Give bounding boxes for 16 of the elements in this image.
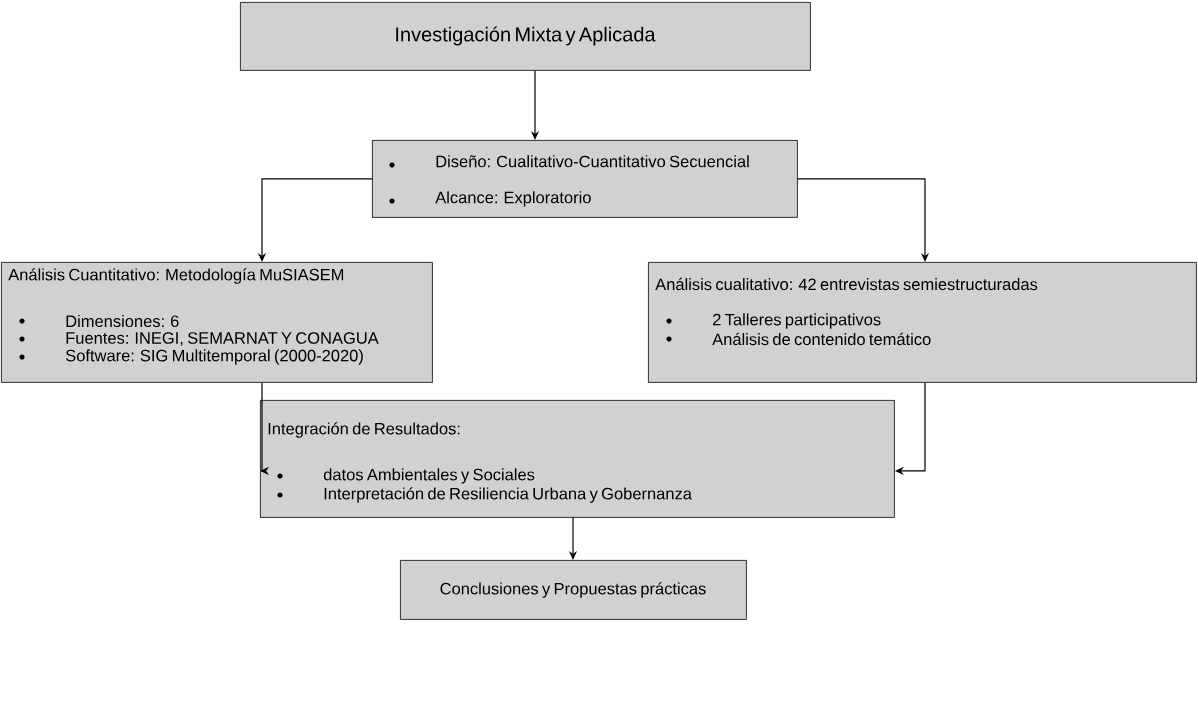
node-label: Integración de Resultados: — [268, 422, 460, 438]
node-label: 2 Talleres participativos — [713, 313, 881, 329]
node-label: Análisis de contenido temático — [712, 332, 931, 346]
node-label: Análisis Cuantitativo: Metodología MuSIASEM — [8, 268, 344, 284]
node-label: Análisis cualitativo: 42 entrevistas semiestructuradas — [655, 277, 1038, 291]
arrow — [797, 178, 930, 262]
node-label: Software: SIG Multitemporal (2000-2020) — [65, 349, 363, 365]
node-label: Diseño: Cualitativo-Cuantitativo Secuencial — [436, 155, 749, 168]
node-label: Conclusiones y Propuestas prácticas — [440, 582, 706, 598]
node-label: Fuentes: INEGI, SEMARNAT Y CONAGUA — [66, 332, 379, 346]
node-label: Interpretación de Resiliencia Urbana y Gobernanza — [324, 487, 692, 503]
node-label: Investigación Mixta y Aplicada — [396, 26, 656, 46]
arrow — [260, 382, 270, 475]
node-label: datos Ambientales y Sociales — [323, 468, 535, 484]
node-label: Alcance: Exploratorio — [435, 191, 591, 207]
node-label: Dimensiones: 6 — [66, 314, 179, 328]
